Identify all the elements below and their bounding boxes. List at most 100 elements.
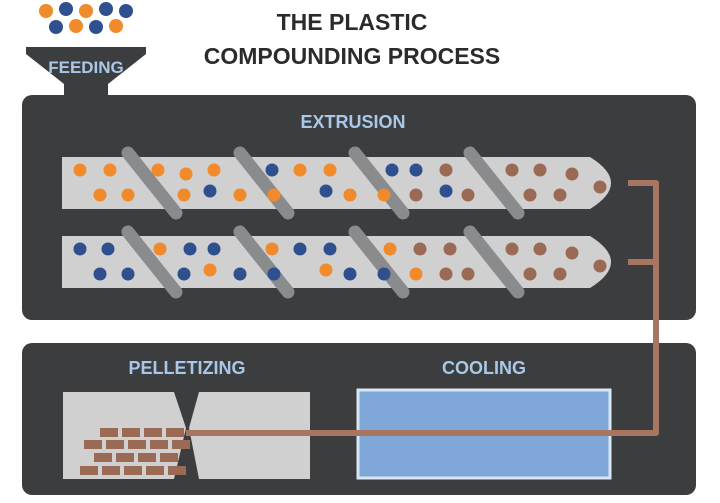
material-dot xyxy=(443,242,457,256)
pellet xyxy=(94,453,112,462)
pellet xyxy=(106,440,124,449)
extrusion-panel: EXTRUSION xyxy=(22,95,696,320)
material-dot xyxy=(533,242,547,256)
material-dot xyxy=(183,242,197,256)
material-dot xyxy=(121,188,135,202)
material-dot xyxy=(93,188,107,202)
material-dot xyxy=(565,167,579,181)
material-dot xyxy=(233,188,247,202)
pellet xyxy=(166,428,184,437)
screw-flight xyxy=(348,146,410,220)
material-dot xyxy=(505,163,519,177)
material-dot xyxy=(439,184,453,198)
material-dot xyxy=(103,163,117,177)
feeding-label: FEEDING xyxy=(48,58,124,77)
material-dot xyxy=(99,2,113,16)
material-dot xyxy=(69,19,83,33)
material-dot xyxy=(79,4,93,18)
material-dot xyxy=(409,267,423,281)
pelletizing-label: PELLETIZING xyxy=(129,358,246,378)
screw-flight xyxy=(121,225,183,299)
material-dot xyxy=(383,242,397,256)
material-dot xyxy=(109,19,123,33)
material-dot xyxy=(203,184,217,198)
pellet xyxy=(172,440,190,449)
extrusion-label: EXTRUSION xyxy=(300,112,405,132)
pellet xyxy=(128,440,146,449)
material-dot xyxy=(323,163,337,177)
material-dot xyxy=(293,242,307,256)
material-dot xyxy=(59,2,73,16)
pellet xyxy=(146,466,164,475)
material-dot xyxy=(73,242,87,256)
pellet xyxy=(84,440,102,449)
material-dot xyxy=(523,188,537,202)
pellet xyxy=(80,466,98,475)
material-dot xyxy=(461,188,475,202)
material-dot xyxy=(461,267,475,281)
material-dot xyxy=(593,259,607,273)
material-dot xyxy=(439,267,453,281)
material-dot xyxy=(593,180,607,194)
material-dot xyxy=(413,242,427,256)
pellet xyxy=(122,428,140,437)
material-dot xyxy=(121,267,135,281)
material-dot xyxy=(39,4,53,18)
material-dot xyxy=(207,163,221,177)
material-dot xyxy=(101,242,115,256)
material-dot xyxy=(265,242,279,256)
material-dot xyxy=(153,242,167,256)
material-dot xyxy=(151,163,165,177)
material-dot xyxy=(93,267,107,281)
pellet xyxy=(138,453,156,462)
material-dot xyxy=(203,263,217,277)
material-dot xyxy=(377,267,391,281)
material-dot xyxy=(439,163,453,177)
material-dot xyxy=(343,267,357,281)
screw-flight xyxy=(121,146,183,220)
material-dot xyxy=(565,246,579,260)
material-dot xyxy=(505,242,519,256)
pellet xyxy=(116,453,134,462)
feeding-hopper: FEEDING xyxy=(26,2,146,96)
pellet xyxy=(144,428,162,437)
material-dot xyxy=(409,163,423,177)
screw-flight xyxy=(463,225,525,299)
title-line-2: COMPOUNDING PROCESS xyxy=(204,43,500,69)
material-dot xyxy=(179,167,193,181)
screw-flight xyxy=(348,225,410,299)
material-dot xyxy=(553,267,567,281)
screw-flight xyxy=(233,146,295,220)
material-dot xyxy=(409,188,423,202)
pellet xyxy=(124,466,142,475)
screw-flight xyxy=(233,225,295,299)
material-dot xyxy=(207,242,221,256)
material-dot xyxy=(533,163,547,177)
material-dot xyxy=(553,188,567,202)
processing-panel: PELLETIZING COOLING xyxy=(22,343,696,495)
material-dot xyxy=(265,163,279,177)
pellet xyxy=(102,466,120,475)
pellet xyxy=(100,428,118,437)
material-pipe xyxy=(186,180,659,436)
material-dot xyxy=(523,267,537,281)
material-dot xyxy=(267,267,281,281)
feed-material-dots xyxy=(39,2,133,34)
material-dot xyxy=(267,188,281,202)
material-dot xyxy=(233,267,247,281)
material-dot xyxy=(293,163,307,177)
material-dot xyxy=(49,20,63,34)
material-dot xyxy=(73,163,87,177)
material-dot xyxy=(177,188,191,202)
material-dot xyxy=(89,20,103,34)
title-line-1: THE PLASTIC xyxy=(277,9,428,35)
material-dot xyxy=(323,242,337,256)
material-dot xyxy=(385,163,399,177)
pellet xyxy=(150,440,168,449)
material-dot xyxy=(119,4,133,18)
material-dot xyxy=(177,267,191,281)
pellet xyxy=(160,453,178,462)
pellet-pile xyxy=(80,428,190,475)
material-dot xyxy=(377,188,391,202)
